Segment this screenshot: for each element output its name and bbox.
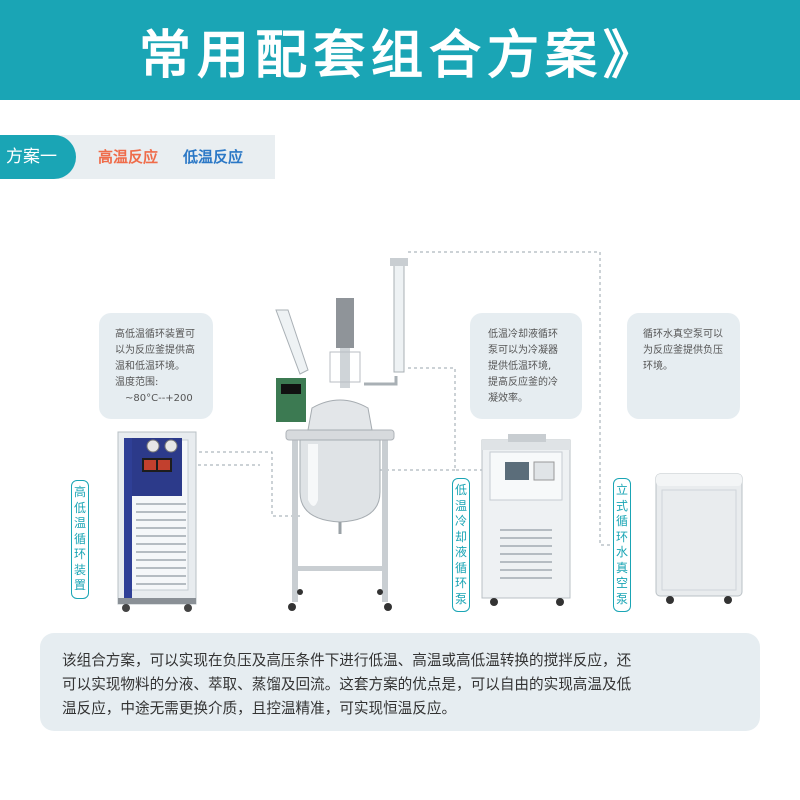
circulator-vertical-label: 高低温循环装置	[71, 480, 89, 599]
chiller-unit	[481, 434, 571, 606]
circulator-label-text: 高低温循环装置	[74, 485, 87, 592]
vacuum-pump-label-text: 立式循环水真空泵	[616, 483, 629, 606]
summary-line: 温反应，中途无需更换介质，且控温精准，可实现恒温反应。	[62, 700, 457, 717]
desc-line: ~80°C--+200	[125, 393, 193, 404]
desc-line: 提高反应釜的冷	[488, 377, 558, 388]
desc-line: 温度范围:	[115, 377, 159, 388]
header-banner: 常用配套组合方案》	[0, 0, 800, 100]
high-temp-reaction-label: 高温反应	[98, 148, 159, 166]
chiller-vertical-label: 低温冷却液循环泵	[452, 478, 470, 612]
connection-lines	[193, 251, 615, 546]
desc-line: 以为反应釜提供高	[115, 345, 195, 356]
desc-line: 泵可以为冷凝器	[488, 345, 558, 356]
summary-panel: 该组合方案，可以实现在负压及高压条件下进行低温、高温或高低温转换的搅拌反应，还 …	[40, 633, 760, 731]
desc-line: 低温冷却液循环	[488, 329, 558, 340]
circulator-unit	[117, 431, 197, 612]
desc-line: 为反应釜提供负压	[643, 345, 723, 356]
desc-line: 环境。	[643, 361, 673, 372]
desc-line: 循环水真空泵可以	[643, 329, 723, 340]
low-temp-reaction-label: 低温反应	[183, 148, 244, 166]
circulator-description: 高低温循环装置可 以为反应釜提供高 温和低温环境。 温度范围: ~80°C--+…	[99, 313, 213, 419]
desc-line: 高低温循环装置可	[115, 329, 195, 340]
chiller-description: 低温冷却液循环 泵可以为冷凝器 提供低温环境, 提高反应釜的冷 凝效率。	[470, 313, 582, 419]
desc-line: 提供低温环境,	[488, 361, 552, 372]
summary-line: 该组合方案，可以实现在负压及高压条件下进行低温、高温或高低温转换的搅拌反应，还	[62, 652, 632, 669]
plan-tab-label: 方案一	[0, 135, 76, 179]
desc-line: 温和低温环境。	[115, 361, 185, 372]
vacuum-pump-vertical-label: 立式循环水真空泵	[613, 478, 631, 612]
chiller-label-text: 低温冷却液循环泵	[455, 483, 468, 606]
vacuum-pump-unit	[655, 473, 743, 604]
summary-line: 可以实现物料的分液、萃取、蒸馏及回流。这套方案的优点是，可以自由的实现高温及低	[62, 676, 632, 693]
reactor-unit	[275, 258, 408, 611]
banner-title: 常用配套组合方案》	[138, 25, 661, 86]
desc-line: 凝效率。	[488, 393, 528, 404]
vacuum-pump-description: 循环水真空泵可以 为反应釜提供负压 环境。	[627, 313, 740, 419]
